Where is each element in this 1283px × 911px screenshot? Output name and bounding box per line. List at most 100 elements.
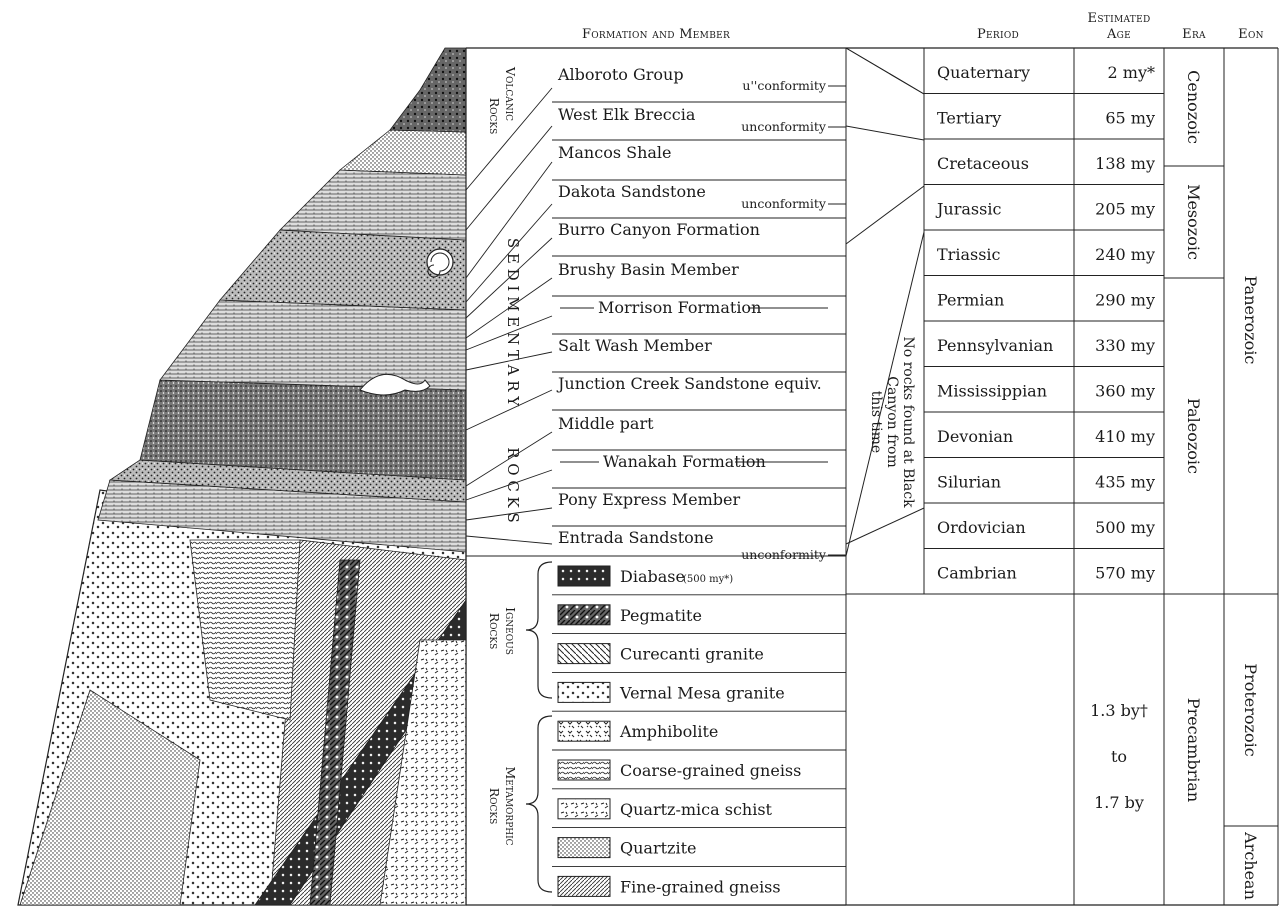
precambrian-age-from: 1.3 by† xyxy=(1090,701,1148,720)
period-age: 240 my xyxy=(1095,245,1155,264)
cliff-illustration xyxy=(18,48,466,905)
period-age: 290 my xyxy=(1095,291,1155,310)
formation-label: Mancos Shale xyxy=(558,143,672,162)
header-era: Era xyxy=(1182,27,1206,42)
gap-note-line1: No rocks found at Black xyxy=(900,336,916,508)
rock-label: Fine-grained gneiss xyxy=(620,877,781,896)
rock-pattern-swatch xyxy=(558,838,610,858)
metamorphic-brace xyxy=(526,716,552,892)
unconformity-dakota: unconformity xyxy=(741,196,827,211)
volcanic-label-1: Volcanic xyxy=(503,66,518,121)
period-name: Ordovician xyxy=(937,518,1026,537)
period-age: 205 my xyxy=(1095,200,1155,219)
period-age: 330 my xyxy=(1095,336,1155,355)
header-period: Period xyxy=(977,27,1019,42)
rock-note: (500 my*) xyxy=(683,574,733,585)
period-name: Mississippian xyxy=(937,382,1047,401)
period-name: Cretaceous xyxy=(937,154,1029,173)
header-age-line1: Estimated xyxy=(1088,11,1151,26)
rock-label: Curecanti granite xyxy=(620,645,764,664)
period-name: Pennsylvanian xyxy=(937,336,1053,355)
formation-label: Dakota Sandstone xyxy=(558,182,706,201)
period-name: Silurian xyxy=(937,473,1001,492)
formation-label: Entrada Sandstone xyxy=(558,528,714,547)
formation-label: Burro Canyon Formation xyxy=(558,220,760,239)
header-age-line2: Age xyxy=(1106,27,1131,42)
group-labels: Volcanic Rocks S E D I M E N T A R Y R O… xyxy=(487,66,552,892)
metamorphic-label-1: Metamorphic xyxy=(503,766,518,845)
gap-note: No rocks found at Black Canyon from this… xyxy=(868,336,916,508)
formation-label: West Elk Breccia xyxy=(558,105,696,124)
era-cenozoic: Cenozoic xyxy=(1184,70,1203,144)
formation-label: Brushy Basin Member xyxy=(558,260,739,279)
rock-pattern-swatch xyxy=(558,566,610,586)
layer-salt-wash xyxy=(160,300,466,390)
igneous-label-2: Rocks xyxy=(487,613,502,650)
unconformity-entrada: unconformity xyxy=(741,547,827,562)
precambrian-age-to: 1.7 by xyxy=(1094,793,1144,812)
era-column: Cenozoic Mesozoic Paleozoic Precambrian xyxy=(1184,70,1203,802)
rocks-label: R O C K S xyxy=(504,447,522,523)
igneous-label-1: Igneous xyxy=(503,607,518,655)
period-age: 360 my xyxy=(1095,382,1155,401)
header-eon: Eon xyxy=(1238,27,1264,42)
period-age: 435 my xyxy=(1095,473,1155,492)
period-age: 410 my xyxy=(1095,427,1155,446)
formation-label: Junction Creek Sandstone equiv. xyxy=(556,374,822,393)
unconformity-labels: u''conformity unconformity unconformity … xyxy=(741,78,846,562)
period-table: Quaternary 2 my* Tertiary 65 my Cretaceous 13… xyxy=(924,63,1164,594)
era-paleozoic: Paleozoic xyxy=(1184,398,1203,474)
eon-proterozoic: Proterozoic xyxy=(1241,663,1260,756)
rock-pattern-swatch xyxy=(558,605,610,625)
rock-pattern-swatch xyxy=(558,644,610,664)
rock-label: Amphibolite xyxy=(619,722,718,741)
formation-label: Salt Wash Member xyxy=(558,336,712,355)
rock-label: Quartz-mica schist xyxy=(620,800,773,819)
eon-phanerozoic: Panerozoic xyxy=(1241,276,1260,365)
period-age: 138 my xyxy=(1095,154,1155,173)
eon-archean: Archean xyxy=(1241,831,1260,900)
period-name: Cambrian xyxy=(937,564,1017,583)
rock-pattern-swatch xyxy=(558,760,610,780)
layer-mancos xyxy=(340,130,466,175)
layer-volcanic xyxy=(390,48,466,132)
period-name: Triassic xyxy=(937,245,1001,264)
precambrian-age: 1.3 by† to 1.7 by xyxy=(1090,701,1148,812)
rock-label: Coarse-grained gneiss xyxy=(620,761,801,780)
period-age: 2 my* xyxy=(1108,63,1155,82)
rock-label: Diabase xyxy=(620,567,685,586)
formation-label: Middle part xyxy=(558,414,654,433)
rock-pattern-swatch xyxy=(558,799,610,819)
rock-pattern-swatch xyxy=(558,876,610,896)
rock-pattern-swatch xyxy=(558,682,610,702)
period-age: 65 my xyxy=(1105,109,1155,128)
rock-label: Quartzite xyxy=(620,839,696,858)
metamorphic-label-2: Rocks xyxy=(487,788,502,825)
layer-dakota xyxy=(280,170,466,240)
eon-column: Panerozoic Proterozoic Archean xyxy=(1241,276,1260,900)
rock-label: Pegmatite xyxy=(620,606,702,625)
formation-label: Morrison Formation xyxy=(598,298,761,317)
gap-note-line3: this time xyxy=(868,391,884,453)
period-name: Tertiary xyxy=(937,109,1001,128)
period-name: Permian xyxy=(937,291,1004,310)
rock-pattern-swatch xyxy=(558,721,610,741)
header-row: Formation and Member Period Estimated Ag… xyxy=(582,11,1264,42)
period-age: 570 my xyxy=(1095,564,1155,583)
unconformity-west-elk: unconformity xyxy=(741,119,827,134)
formation-label: Pony Express Member xyxy=(558,490,740,509)
header-formation: Formation and Member xyxy=(582,27,730,42)
volcanic-label-2: Rocks xyxy=(487,98,502,135)
rock-label: Vernal Mesa granite xyxy=(619,683,785,702)
era-precambrian: Precambrian xyxy=(1184,698,1203,802)
precambrian-age-to-word: to xyxy=(1111,747,1127,766)
formation-label: Alboroto Group xyxy=(557,65,684,84)
gap-note-line2: Canyon from xyxy=(884,376,900,467)
igneous-brace xyxy=(526,562,552,698)
unconformity-alboroto: u''conformity xyxy=(742,78,827,93)
era-mesozoic: Mesozoic xyxy=(1184,184,1203,260)
period-name: Quaternary xyxy=(937,63,1030,82)
